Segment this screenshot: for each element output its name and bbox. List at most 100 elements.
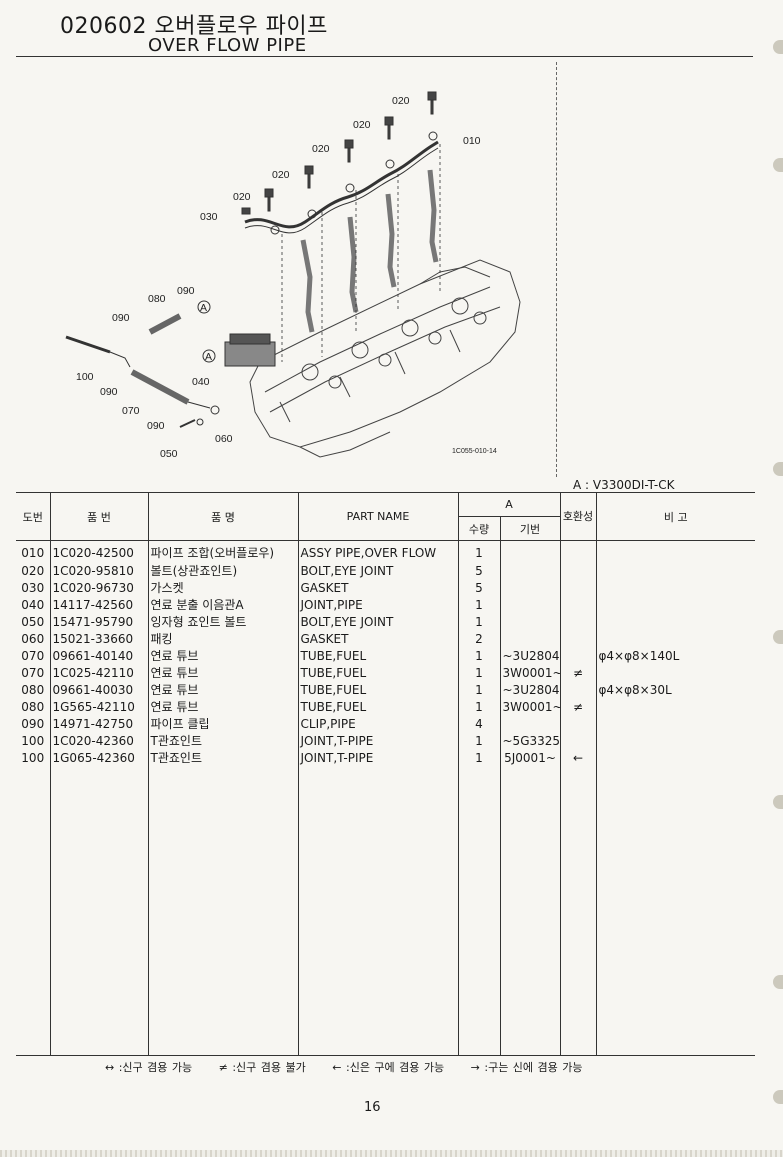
part-name-en-cell: TUBE,FUEL	[297, 698, 458, 716]
header-part-name-kr: 품 명	[147, 492, 299, 541]
callout-circles	[197, 300, 216, 363]
legend-none: ≠ :신구 겸용 불가	[218, 1061, 306, 1074]
page-title-code: 020602 오버플로우 파이프	[60, 14, 328, 39]
legend-old-new: → :구는 신에 겸용 가능	[470, 1061, 583, 1074]
part-name-en-cell: GASKET	[297, 579, 458, 597]
remarks-cell	[595, 579, 755, 597]
quantity-cell: 5	[457, 579, 500, 597]
overflow-pipe-assembly	[244, 131, 439, 235]
ref-no-cell: 070	[21, 648, 45, 663]
quantity-cell: 4	[457, 715, 500, 733]
empty-cell	[297, 766, 458, 1056]
header-remarks: 비 고	[595, 492, 755, 541]
machine-number-cell	[499, 562, 560, 580]
header-group-a: A	[457, 492, 561, 517]
compatibility-cell	[559, 681, 596, 699]
callout-020: 020	[392, 95, 410, 107]
quantity-cell: 1	[457, 664, 500, 682]
ref-no-cell: 070	[21, 665, 45, 680]
machine-number-cell: 5J0001~	[499, 749, 560, 767]
diagram-divider	[556, 62, 557, 477]
binder-hole	[773, 975, 783, 989]
compatibility-cell	[559, 613, 596, 631]
ref-no-cell: 090	[21, 716, 45, 731]
part-number-cell: 1C020-42360	[49, 732, 148, 750]
part-name-kr-cell: 연료 분출 이음관A	[147, 596, 298, 614]
part-name-kr-cell: 패킹	[147, 630, 298, 648]
machine-number-cell: ~3U2804	[499, 681, 560, 699]
part-name-kr-cell: 연료 튜브	[147, 647, 298, 665]
part-number-cell: 09661-40030	[49, 681, 148, 699]
callout-090: 090	[147, 420, 165, 432]
page-number: 16	[364, 1100, 381, 1115]
header-qty: 수량	[458, 516, 501, 541]
empty-cell	[49, 766, 148, 1056]
remarks-cell	[595, 664, 755, 682]
ref-no-cell: 020	[21, 563, 45, 578]
part-number-cell: 1C025-42110	[49, 664, 148, 682]
binder-hole	[773, 795, 783, 809]
ref-no-cell: 080	[21, 699, 45, 714]
part-number-cell: 1G065-42360	[49, 749, 148, 767]
quantity-cell: 1	[457, 540, 500, 563]
quantity-cell: 2	[457, 630, 500, 648]
part-name-kr-cell: 파이프 클립	[147, 715, 298, 733]
callout-060: 060	[215, 433, 233, 445]
quantity-cell: 1	[457, 698, 500, 716]
quantity-cell: 1	[457, 749, 500, 767]
empty-cell	[499, 766, 560, 1056]
drawing-code: 1C055-010-14	[452, 448, 497, 455]
legend-both: ↔ :신구 겸용 가능	[105, 1061, 193, 1074]
compatibility-cell	[559, 732, 596, 750]
remarks-cell	[595, 749, 755, 767]
legend-new-old: ← :신은 구에 겸용 가능	[332, 1061, 445, 1074]
remarks-cell	[595, 715, 755, 733]
part-name-kr-cell: 볼트(상관죠인트)	[147, 562, 298, 580]
part-number-cell: 09661-40140	[49, 647, 148, 665]
part-name-kr-cell: 연료 튜브	[147, 698, 298, 716]
empty-cell	[16, 767, 50, 1056]
binder-hole	[773, 158, 783, 172]
parts-table: 도번 품 번 품 명 PART NAME A 호환성 비 고 수량 기번 010…	[16, 492, 755, 1056]
quantity-cell: 1	[457, 647, 500, 665]
ref-no-cell: 030	[21, 580, 45, 595]
callout-labels: 020 020 020 020 020 030 010 080 090 090 …	[76, 95, 497, 460]
part-number-cell: 14117-42560	[49, 596, 148, 614]
compatibility-cell	[559, 647, 596, 665]
machine-number-cell	[499, 630, 560, 648]
part-name-en-cell: JOINT,T-PIPE	[297, 732, 458, 750]
part-number-cell: 1C020-95810	[49, 562, 148, 580]
binder-hole	[773, 40, 783, 54]
machine-number-cell: 3W0001~	[499, 664, 560, 682]
part-number-cell: 1C020-42500	[49, 540, 148, 563]
ref-no-cell: 060	[21, 631, 45, 646]
exploded-parts-diagram: 020 020 020 020 020 030 010 080 090 090 …	[65, 91, 521, 460]
compatibility-cell: ≠	[559, 698, 596, 716]
machine-number-cell	[499, 613, 560, 631]
callout-020: 020	[233, 191, 251, 203]
eye-joint-bolts	[241, 91, 437, 215]
empty-cell	[147, 766, 298, 1056]
part-name-en-cell: GASKET	[297, 630, 458, 648]
quantity-cell: 1	[457, 613, 500, 631]
empty-cell	[595, 766, 755, 1056]
part-name-kr-cell: T관죠인트	[147, 732, 298, 750]
callout-050: 050	[160, 448, 178, 460]
header-part-name-en: PART NAME	[297, 492, 459, 541]
part-name-en-cell: BOLT,EYE JOINT	[297, 562, 458, 580]
callout-020: 020	[353, 119, 371, 131]
header-no: 도번	[16, 492, 51, 541]
compatibility-legend: ↔ :신구 겸용 가능 ≠ :신구 겸용 불가 ← :신은 구에 겸용 가능 →…	[105, 1059, 605, 1075]
ref-no-cell: 050	[21, 614, 45, 629]
callout-040: 040	[192, 376, 210, 388]
callout-090: 090	[100, 386, 118, 398]
callout-090: 090	[112, 312, 130, 324]
empty-cell	[559, 766, 596, 1056]
compatibility-cell	[559, 630, 596, 648]
part-name-en-cell: JOINT,T-PIPE	[297, 749, 458, 767]
